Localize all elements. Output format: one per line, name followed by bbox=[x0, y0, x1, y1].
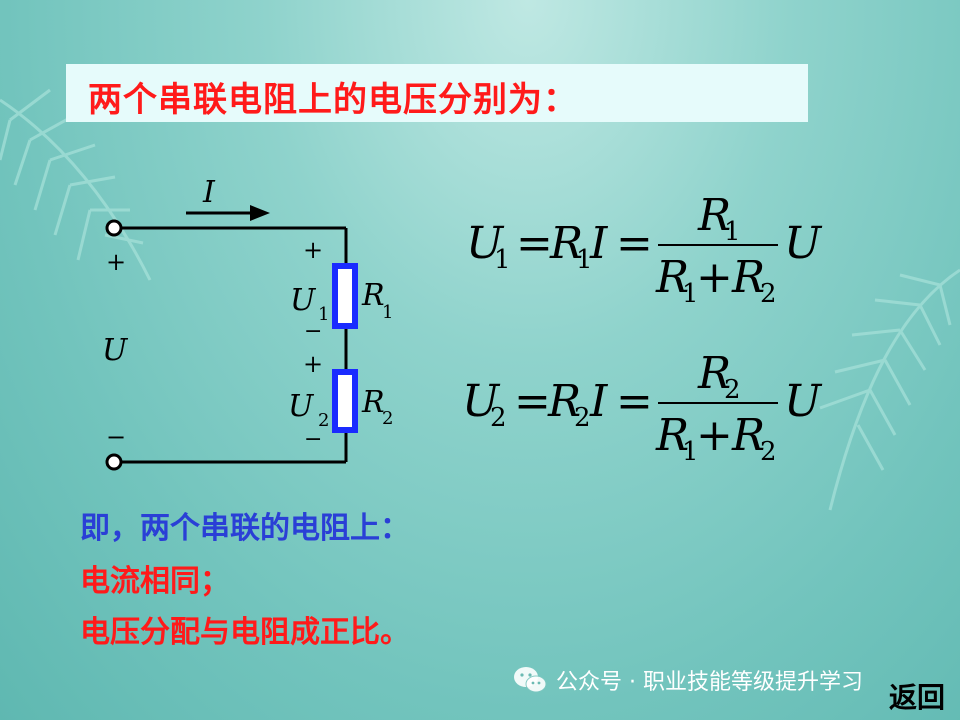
current-label: I bbox=[202, 175, 216, 210]
f2-r: R bbox=[547, 376, 581, 427]
conclusion-current: 电流相同； bbox=[80, 564, 230, 599]
watermark: 公众号 · 职业技能等级提升学习 bbox=[512, 664, 863, 696]
u2-label: U bbox=[288, 389, 315, 424]
formula-u2: U 2 = R 2 I = R 2 R 1 + R 2 U bbox=[462, 350, 823, 466]
u2-sub: 2 bbox=[318, 410, 329, 431]
resistor-r1 bbox=[332, 263, 358, 329]
conclusion-intro: 即，两个串联的电阻上： bbox=[80, 511, 410, 546]
wechat-icon bbox=[514, 667, 547, 693]
f1-eq1: = bbox=[516, 218, 553, 269]
source-minus: − bbox=[106, 423, 126, 451]
palm-leaf-left-decoration bbox=[0, 88, 152, 281]
f2-den-b: R bbox=[731, 410, 765, 461]
f1-plus: + bbox=[696, 252, 733, 303]
f2-lhs: U bbox=[462, 376, 501, 427]
source-label: U bbox=[102, 333, 129, 368]
f1-num: R bbox=[697, 192, 731, 241]
f1-den-b: R bbox=[731, 252, 765, 303]
r1-label: R bbox=[361, 278, 385, 313]
series-circuit-diagram: I + U − + U 1 − R 1 + U 2 − R 2 bbox=[102, 175, 393, 471]
f1-num-sub: 1 bbox=[724, 217, 741, 247]
f2-r-sub: 2 bbox=[574, 403, 591, 433]
u1-sub: 1 bbox=[318, 304, 329, 325]
f1-den-b-sub: 2 bbox=[760, 279, 777, 308]
u1-minus: − bbox=[304, 319, 322, 344]
f1-i: I bbox=[589, 218, 609, 269]
f1-eq2: = bbox=[616, 218, 653, 269]
u1-label: U bbox=[290, 283, 317, 318]
formula-u1: U 1 = R 1 I = R 1 R 1 + R 2 U bbox=[466, 192, 823, 308]
conclusion-voltage: 电压分配与电阻成正比。 bbox=[80, 615, 410, 650]
f2-num: R bbox=[697, 350, 731, 399]
resistor-r2 bbox=[332, 369, 358, 433]
current-arrow-head bbox=[250, 205, 270, 221]
r2-label: R bbox=[361, 385, 385, 420]
f1-r-sub: 1 bbox=[576, 245, 593, 275]
r2-sub: 2 bbox=[382, 408, 393, 429]
f1-den-a-sub: 1 bbox=[682, 279, 699, 308]
f2-i: I bbox=[589, 376, 609, 427]
title-bar: 两个串联电阻上的电压分别为： bbox=[66, 64, 808, 122]
f2-eq2: = bbox=[616, 376, 653, 427]
f2-lhs-sub: 2 bbox=[490, 403, 507, 433]
watermark-text: 公众号 · 职业技能等级提升学习 bbox=[556, 670, 863, 695]
f2-eq1: = bbox=[514, 376, 551, 427]
f2-plus: + bbox=[696, 410, 733, 461]
slide-title: 两个串联电阻上的电压分别为： bbox=[88, 80, 578, 120]
f1-lhs-sub: 1 bbox=[494, 245, 511, 275]
f1-r: R bbox=[549, 218, 583, 269]
palm-leaf-right-decoration bbox=[819, 268, 960, 511]
top-terminal bbox=[105, 219, 123, 237]
source-plus: + bbox=[106, 248, 126, 276]
u2-plus: + bbox=[303, 350, 323, 378]
f2-den-a-sub: 1 bbox=[682, 437, 699, 466]
f1-lhs: U bbox=[466, 218, 505, 269]
f1-u: U bbox=[784, 218, 823, 269]
f1-den-a: R bbox=[655, 252, 689, 303]
u1-plus: + bbox=[303, 236, 323, 264]
f2-den-b-sub: 2 bbox=[760, 437, 777, 466]
bottom-terminal bbox=[105, 453, 123, 471]
f2-num-sub: 2 bbox=[724, 375, 741, 405]
back-button[interactable]: 返回 bbox=[888, 681, 945, 714]
f2-den-a: R bbox=[655, 410, 689, 461]
r1-sub: 1 bbox=[382, 302, 393, 323]
f2-u: U bbox=[784, 376, 823, 427]
u2-minus: − bbox=[304, 427, 322, 452]
